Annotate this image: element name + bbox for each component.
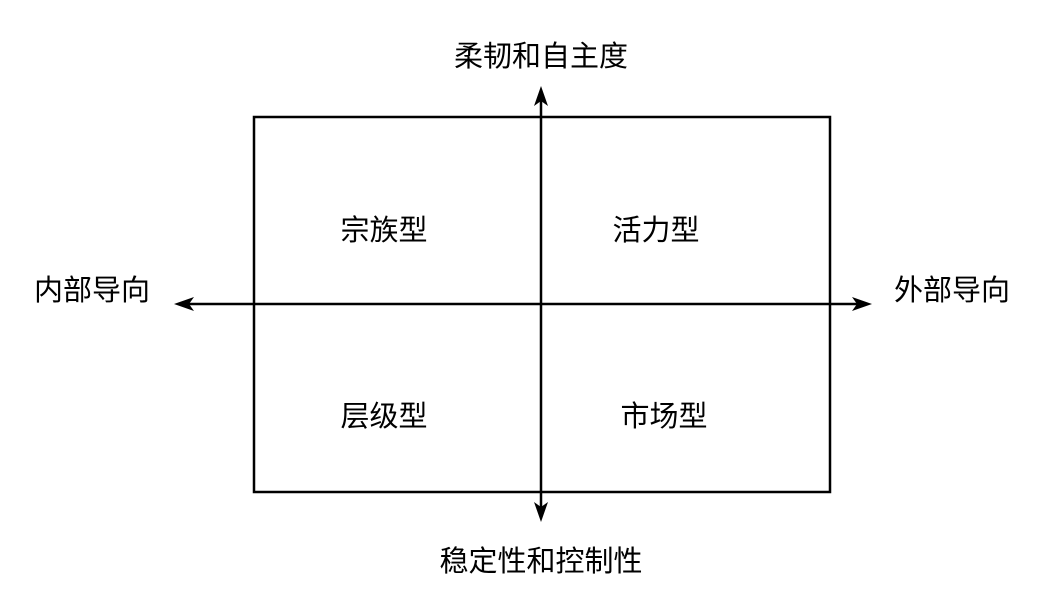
- arrow-up-icon: [534, 86, 548, 106]
- axis-label-bottom: 稳定性和控制性: [439, 544, 642, 578]
- arrow-down-icon: [534, 502, 548, 522]
- arrow-right-icon: [852, 297, 872, 311]
- axis-label-left: 内部导向: [34, 273, 150, 307]
- axis-label-right: 外部导向: [894, 273, 1010, 307]
- arrow-left-icon: [174, 297, 194, 311]
- axis-label-top: 柔韧和自主度: [454, 39, 628, 73]
- quadrant-label-hierarchy: 层级型: [340, 399, 427, 433]
- quadrant-label-clan: 宗族型: [340, 213, 427, 247]
- quadrant-label-adhocracy: 活力型: [612, 213, 699, 247]
- quadrant-label-market: 市场型: [620, 399, 707, 433]
